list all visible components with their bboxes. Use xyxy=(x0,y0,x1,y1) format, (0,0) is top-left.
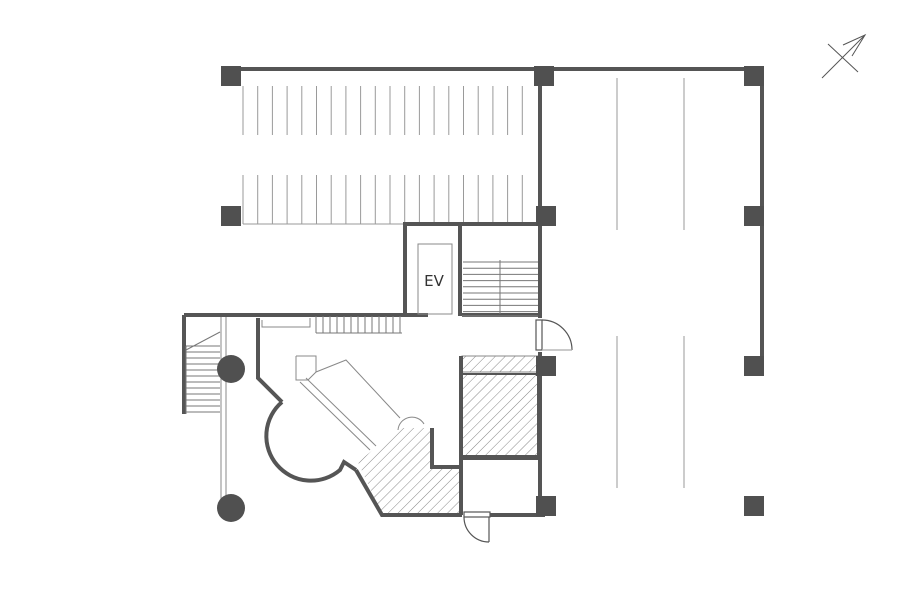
door-bottom xyxy=(463,511,491,543)
parking-stalls-top xyxy=(242,86,523,135)
wall-lobby xyxy=(256,318,284,404)
structural-columns xyxy=(221,66,764,516)
interior-lines xyxy=(220,243,538,505)
stairs-corridor xyxy=(315,316,402,334)
square-column xyxy=(536,496,556,516)
round-column-lower xyxy=(217,494,245,522)
hatched-strip xyxy=(461,355,539,373)
elevator-label: EV xyxy=(424,272,444,290)
square-column xyxy=(221,206,241,226)
square-column xyxy=(744,496,764,516)
square-column xyxy=(536,356,556,376)
doors xyxy=(463,319,573,543)
north-arrow-icon xyxy=(821,33,867,79)
stairs-left-diagonal xyxy=(185,331,221,351)
wall-inner xyxy=(430,428,460,469)
stairs-core xyxy=(463,260,538,314)
square-column xyxy=(221,66,241,86)
wall-round-room xyxy=(264,400,358,483)
walls xyxy=(182,67,764,517)
hatched-room xyxy=(461,373,539,457)
stairs-left xyxy=(185,345,220,414)
parking-stalls-middle xyxy=(242,175,523,224)
round-column-upper xyxy=(217,355,245,383)
parking-stalls-right xyxy=(616,78,685,488)
hatched-entrance-area xyxy=(358,428,460,515)
hatched-areas xyxy=(358,355,539,515)
square-column xyxy=(744,206,764,226)
square-column xyxy=(744,356,764,376)
door-upper-right xyxy=(535,319,573,351)
square-column xyxy=(534,66,554,86)
square-column xyxy=(744,66,764,86)
wall-entrance xyxy=(354,468,462,517)
wall-elevator xyxy=(403,222,462,316)
square-column xyxy=(536,206,556,226)
